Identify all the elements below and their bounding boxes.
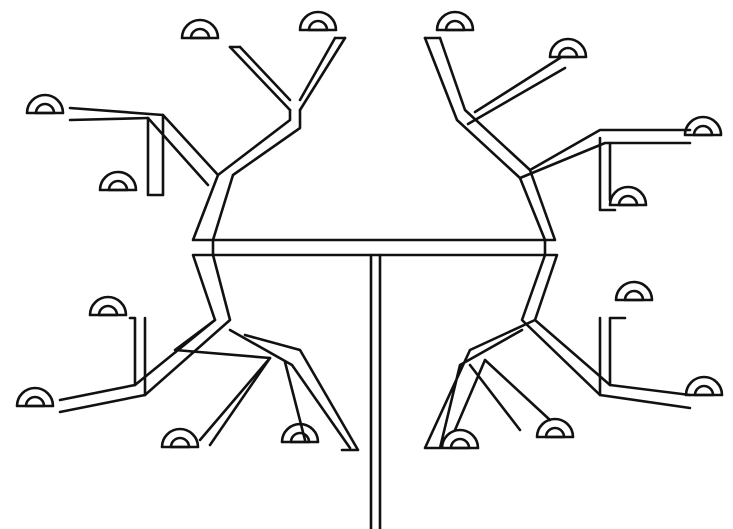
semicircle-terminal-icon (616, 282, 652, 300)
semicircle-terminal-icon (282, 424, 318, 442)
semicircle-terminal-icon (27, 95, 63, 113)
semicircle-terminal-icon (686, 377, 722, 395)
branch-upper-right (425, 38, 690, 240)
semicircle-terminal-icon (537, 419, 573, 437)
branch-upper-left (70, 38, 345, 240)
semicircle-terminal-icon (182, 20, 218, 38)
vertical-trunk-icon (371, 255, 380, 529)
semicircle-terminal-icon (90, 297, 126, 315)
semicircle-terminal-icon (685, 117, 721, 135)
semicircle-terminal-icon (437, 12, 473, 30)
semicircle-terminal-icon (300, 12, 336, 30)
semicircle-terminal-icon (442, 430, 478, 448)
semicircle-terminal-icon (550, 39, 586, 57)
branch-lower-left (60, 255, 358, 450)
central-crossbar (213, 240, 545, 255)
semicircle-terminal-icon (162, 429, 198, 447)
semicircle-terminal-icon (100, 172, 136, 190)
semicircle-terminal-icon (17, 388, 53, 406)
semicircle-terminal-icon (610, 187, 646, 205)
terminal-group (17, 12, 722, 448)
